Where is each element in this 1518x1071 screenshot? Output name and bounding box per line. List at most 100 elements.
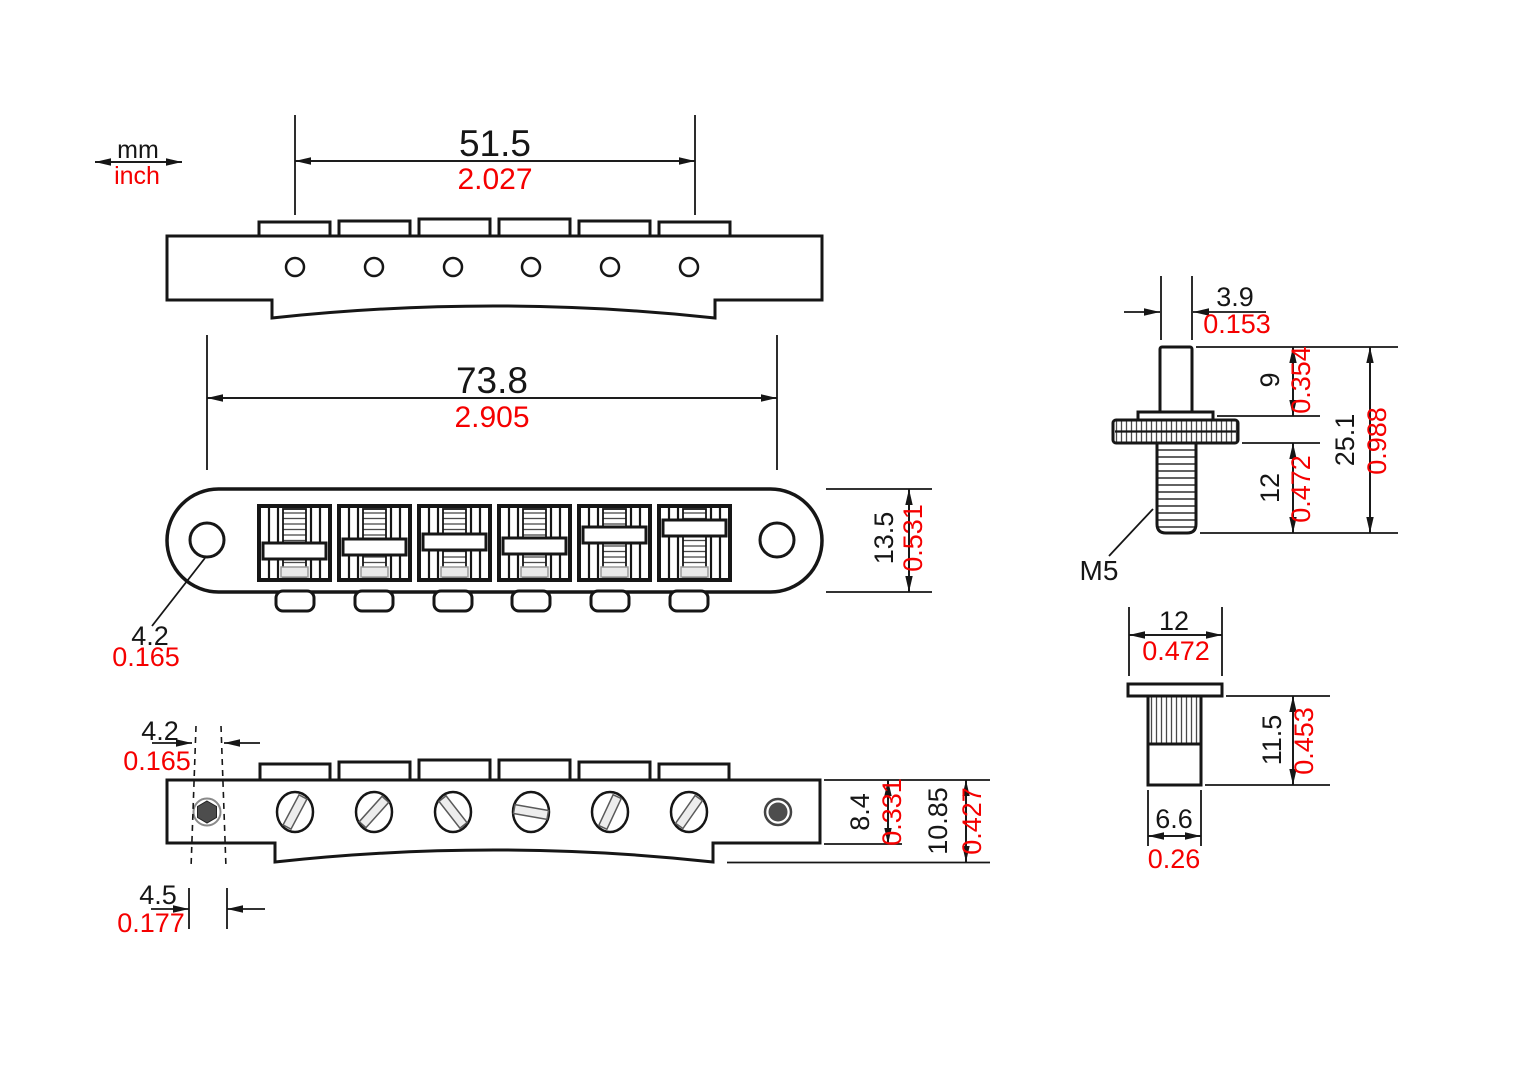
- dim-overall-height-inch: 0.427: [957, 787, 987, 855]
- dim-body-height: 8.4 0.331: [824, 778, 990, 846]
- dim-post-thread-length-mm: 12: [1255, 473, 1285, 503]
- dim-post-dia-inch: 0.153: [1203, 309, 1271, 339]
- intonation-screw: [275, 790, 315, 834]
- saddle-top: [657, 762, 731, 783]
- dim-body-height-mm: 8.4: [845, 793, 875, 831]
- bridge-body-outline: [165, 778, 822, 864]
- screw-hole: [284, 256, 306, 278]
- dim-saddle-spread-inch: 2.027: [457, 163, 532, 196]
- dim-post-overall: 25.1 0.988: [1330, 347, 1392, 533]
- dim-plan-hole-inch: 0.165: [112, 642, 180, 672]
- dim-post-thread-length: 12 0.472: [1200, 442, 1398, 534]
- dim-post-top-length-inch: 0.354: [1286, 346, 1316, 414]
- post-hole-hex: [192, 797, 222, 827]
- hidden-line: [220, 725, 227, 869]
- dim-front-counterbore: 4.5 0.177: [117, 880, 265, 938]
- saddle-block: [577, 504, 652, 582]
- bridge-front-elevation-view: [165, 725, 822, 869]
- dim-post-overall-inch: 0.988: [1362, 407, 1392, 475]
- thread-spec-label: M5: [1080, 555, 1119, 586]
- dim-body-width-mm: 13.5: [869, 512, 899, 565]
- saddle-block: [497, 504, 572, 582]
- dim-post-spacing-inch: 2.905: [454, 401, 529, 434]
- saddle-top: [577, 760, 652, 783]
- dim-front-hole-inch: 0.165: [123, 746, 191, 776]
- screw-hole: [442, 256, 464, 278]
- bridge-plan-view: [165, 487, 824, 613]
- dim-bushing-dia-mm: 6.6: [1155, 804, 1193, 834]
- screw-hole: [599, 256, 621, 278]
- dim-post-dia-mm: 3.9: [1216, 282, 1254, 312]
- saddle-top: [337, 760, 412, 783]
- bushing-flange: [1126, 682, 1224, 698]
- screw-hole: [520, 256, 542, 278]
- post-hole: [758, 521, 796, 559]
- thread-leader-line: [1108, 508, 1154, 557]
- bridge-body-outline: [165, 234, 824, 320]
- saddle-block: [337, 504, 412, 582]
- post-hole-round: [763, 797, 793, 827]
- dim-plan-hole-mm: 4.2: [131, 621, 169, 651]
- saddle-block: [257, 504, 332, 582]
- intonation-screw: [669, 790, 709, 834]
- retainer-tab: [510, 589, 552, 613]
- dim-post-top-length-mm: 9: [1255, 372, 1285, 387]
- bushing-view: [1126, 682, 1224, 787]
- dim-post-spacing: 73.8 2.905: [206, 335, 778, 470]
- dim-post-spacing-mm: 73.8: [456, 360, 528, 401]
- legend-inch-label: inch: [114, 162, 160, 190]
- dim-bushing-flange: 12 0.472: [1128, 606, 1223, 676]
- intonation-screw: [590, 790, 630, 834]
- dim-saddle-spread-mm: 51.5: [459, 123, 531, 164]
- saddle-top: [337, 219, 412, 238]
- intonation-screw: [433, 790, 473, 834]
- dim-front-counterbore-inch: 0.177: [117, 908, 185, 938]
- saddle-top: [417, 758, 492, 783]
- dim-body-width: 13.5 0.531: [826, 488, 932, 593]
- screw-hole: [678, 256, 700, 278]
- dim-post-overall-mm: 25.1: [1330, 414, 1360, 467]
- legend-mm-label: mm: [117, 136, 159, 164]
- dim-bushing-flange-mm: 12: [1159, 606, 1189, 636]
- retainer-tab: [668, 589, 710, 613]
- dim-bushing-length-mm: 11.5: [1257, 715, 1287, 766]
- bridge-post-view: M5: [1080, 345, 1240, 586]
- dim-front-hole: 4.2 0.165: [123, 716, 260, 776]
- retainer-tab: [274, 589, 316, 613]
- dim-bushing-length: 11.5 0.453: [1205, 695, 1330, 786]
- post-shaft-top: [1158, 345, 1194, 418]
- saddle-top: [497, 758, 572, 783]
- dim-front-counterbore-mm: 4.5: [139, 880, 177, 910]
- saddle-top: [497, 217, 572, 238]
- dim-post-dia: 3.9 0.153: [1124, 276, 1271, 340]
- screw-hole: [363, 256, 385, 278]
- dim-bushing-dia: 6.6 0.26: [1147, 790, 1202, 874]
- saddle-block: [417, 504, 492, 582]
- saddle-top: [577, 219, 652, 238]
- bushing-knurl: [1146, 694, 1203, 746]
- hidden-line: [190, 725, 197, 869]
- dim-overall-height-mm: 10.85: [923, 787, 953, 855]
- dim-saddle-spread: 51.5 2.027: [294, 115, 696, 215]
- dim-plan-hole: 4.2 0.165: [112, 557, 206, 672]
- bridge-rear-elevation-view: [165, 217, 824, 320]
- retainer-tab: [353, 589, 395, 613]
- dim-body-height-inch: 0.331: [877, 778, 907, 846]
- dim-post-top-length: 9 0.354: [1196, 346, 1398, 417]
- saddle-top: [417, 217, 492, 238]
- dim-post-thread-length-inch: 0.472: [1286, 455, 1316, 523]
- dim-bushing-dia-inch: 0.26: [1148, 844, 1201, 874]
- post-hole: [188, 521, 226, 559]
- saddle-top: [257, 220, 332, 238]
- dim-bushing-flange-inch: 0.472: [1142, 636, 1210, 666]
- saddle-top: [258, 762, 332, 783]
- dim-bushing-length-inch: 0.453: [1289, 707, 1319, 775]
- retainer-tab: [589, 589, 631, 613]
- dim-overall-height: 10.85 0.427: [727, 780, 990, 864]
- intonation-screw: [511, 790, 551, 834]
- units-legend: mm inch: [95, 136, 182, 190]
- saddle-block: [657, 504, 732, 582]
- intonation-screw: [354, 790, 394, 834]
